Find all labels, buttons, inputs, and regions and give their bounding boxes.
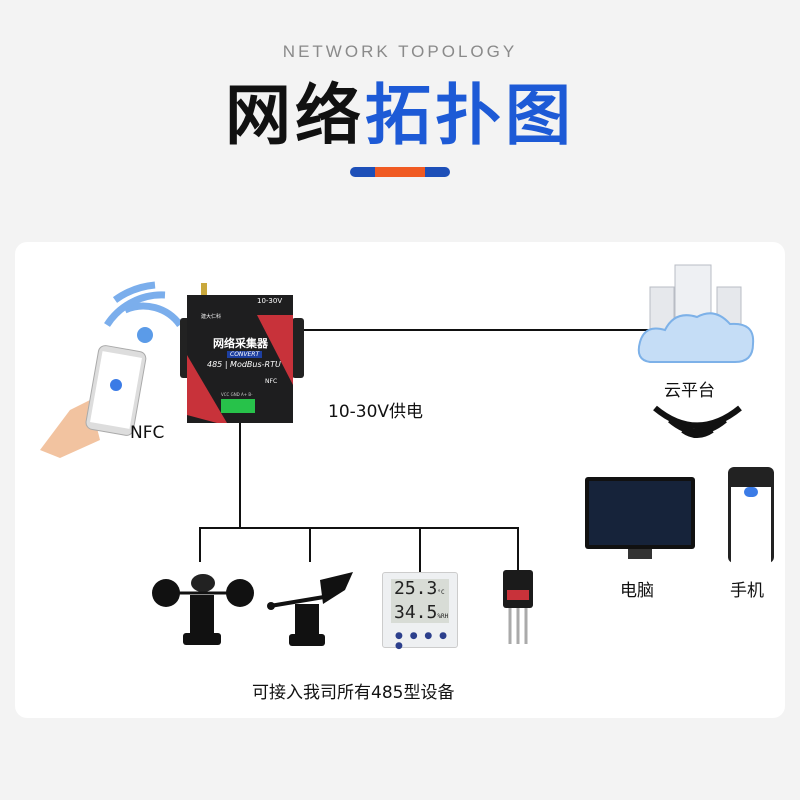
pc-monitor-icon — [585, 477, 695, 549]
bus-trunk-line — [239, 420, 241, 528]
device-protocol: 485 | ModBus-RTU — [207, 360, 281, 369]
nfc-waves-icon — [104, 281, 183, 343]
device-name: 网络采集器 — [213, 337, 268, 350]
device-voltage: 10-30V — [257, 297, 283, 305]
ethernet-line — [295, 329, 655, 331]
humidity-value: 34.5 — [394, 602, 438, 623]
device-badge: CONVERT — [227, 351, 263, 358]
temp-humidity-sensor: 25.3°C 34.5%RH ● ● ● ● ● — [382, 572, 458, 651]
antenna — [201, 283, 207, 299]
mount-ear — [292, 318, 304, 378]
soil-sensor-icon — [503, 570, 533, 644]
wind-vane-icon — [267, 572, 353, 646]
hand-phone-icon — [40, 345, 147, 458]
humidity-unit: %RH — [437, 613, 449, 620]
device-terminals: VCC GND A+ B- — [221, 392, 253, 397]
pc-label: 电脑 — [620, 581, 654, 601]
wireless-signal-icon — [653, 405, 742, 438]
bus-line — [199, 527, 519, 529]
temperature-value: 25.3 — [394, 578, 438, 599]
mobile-phone-icon — [728, 467, 774, 571]
title-underline — [350, 167, 450, 177]
drop-line — [517, 527, 519, 572]
nfc-label: NFC — [130, 423, 165, 443]
cloud-servers-icon — [637, 264, 755, 363]
drop-line — [199, 527, 201, 562]
cloud-label: 云平台 — [664, 381, 715, 401]
subtitle: NETWORK TOPOLOGY — [282, 42, 518, 61]
title-black: 网络 — [225, 77, 365, 154]
phone-label: 手机 — [730, 581, 764, 601]
temperature-unit: °C — [437, 589, 445, 596]
title-blue: 拓扑图 — [365, 77, 575, 154]
device-brand: 建大仁科 — [201, 314, 222, 320]
network-collector-device: 10-30V 建大仁科 网络采集器 CONVERT 485 | ModBus-R… — [187, 295, 293, 423]
drop-line — [309, 527, 311, 562]
sensor-buttons: ● ● ● ● ● — [395, 631, 449, 651]
device-nfc: NFC — [265, 378, 278, 385]
drop-line — [419, 527, 421, 572]
power-label: 10-30V供电 — [328, 402, 424, 422]
monitor-stand — [628, 549, 652, 559]
page-title: 网络拓扑图 — [0, 62, 800, 158]
anemometer-icon — [152, 574, 254, 645]
devices-label: 可接入我司所有485型设备 — [252, 683, 455, 703]
terminal-block — [221, 399, 255, 413]
